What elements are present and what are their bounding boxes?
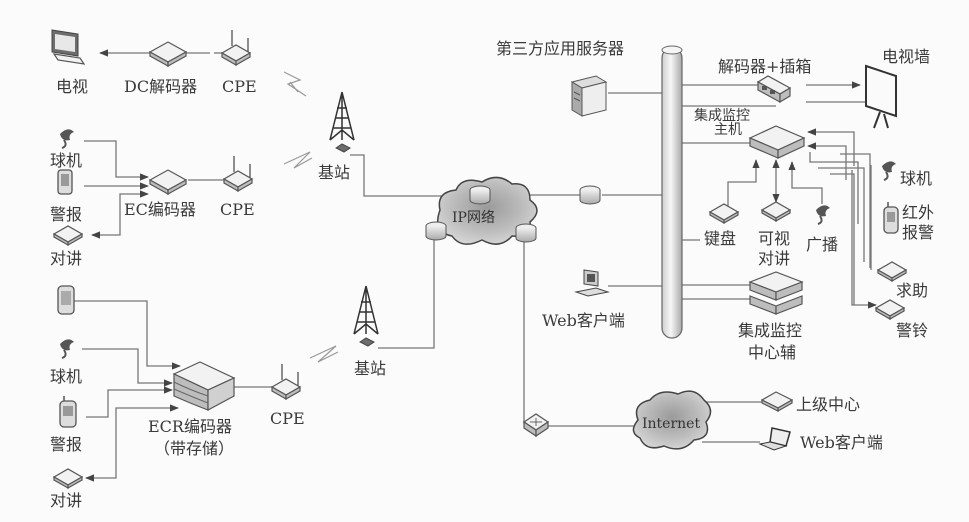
internet-cloud [632, 390, 712, 450]
dome-camera-icon [882, 161, 896, 181]
label-intercom: 对讲 [50, 249, 82, 268]
label-decoder-box: 解码器+插箱 [718, 57, 811, 76]
label-base-station: 基站 [354, 359, 386, 378]
help-button-icon [876, 261, 908, 283]
broadcast-icon [816, 205, 830, 225]
router-icon [425, 185, 601, 243]
server-icon [570, 75, 608, 117]
label-dome-camera: 球机 [900, 169, 932, 188]
label-keyboard: 键盘 [704, 229, 736, 248]
ir-alarm-icon [883, 202, 899, 234]
label-dome-camera: 球机 [50, 151, 82, 170]
label-cpe: CPE [220, 200, 255, 219]
label-help: 求助 [896, 281, 928, 300]
label-cpe: CPE [270, 409, 305, 428]
center-aux-icon [748, 271, 804, 315]
phone-icon [57, 285, 75, 315]
label-center-aux-2: 中心辅 [748, 343, 796, 362]
decoder-icon [148, 41, 188, 68]
cpe-icon [220, 30, 252, 67]
label-video-intercom-2: 对讲 [758, 249, 790, 268]
label-base-station: 基站 [318, 163, 350, 182]
label-ecr-encoder: ECR编码器 [148, 417, 232, 436]
label-dc-decoder: DC解码器 [124, 77, 197, 96]
cell-tower-icon [353, 285, 379, 347]
intercom-icon [52, 468, 84, 490]
label-web-client: Web客户端 [800, 433, 883, 452]
label-superior-center: 上级中心 [796, 395, 860, 414]
label-ecr-storage: （带存储） [154, 439, 234, 458]
label-host: 集成监控 [694, 107, 750, 124]
label-host-2: 主机 [714, 122, 742, 138]
cpe-icon [222, 156, 254, 193]
label-tv-wall: 电视墙 [882, 47, 930, 66]
label-alarm: 警报 [50, 205, 82, 224]
encoder-icon [148, 169, 188, 196]
cell-tower-icon [329, 91, 355, 153]
alarm-bell-icon [874, 299, 906, 321]
label-dome-camera: 球机 [50, 367, 82, 386]
ecr-encoder-icon [172, 361, 236, 412]
alarm-phone-icon [57, 169, 73, 195]
label-alarm: 警报 [50, 435, 82, 454]
label-ir-alarm: 红外 [902, 203, 934, 222]
connections [74, 49, 877, 482]
dome-camera-icon [60, 339, 74, 359]
label-broadcast: 广播 [806, 235, 838, 254]
label-video-intercom: 可视 [758, 229, 790, 248]
label-ir-alarm-2: 报警 [902, 223, 934, 242]
keyboard-icon [708, 203, 740, 225]
cpe-icon [270, 364, 302, 401]
label-ip-network: IP网络 [452, 210, 495, 226]
label-tv: 电视 [56, 77, 88, 96]
laptop-icon [758, 427, 791, 451]
tv-icon [51, 29, 86, 65]
web-client-pc-icon [574, 269, 610, 297]
label-web-client: Web客户端 [542, 311, 625, 330]
intercom-icon [52, 225, 84, 247]
alarm-phone-icon [59, 396, 77, 428]
wireless-signal-icon [283, 71, 339, 363]
monitoring-host-icon [748, 125, 806, 159]
dome-camera-icon [60, 129, 74, 149]
switch-icon [522, 413, 550, 438]
tv-wall-icon [865, 64, 897, 129]
label-alarm-bell: 警铃 [896, 321, 928, 340]
backbone-pipe [661, 45, 683, 339]
label-cpe: CPE [222, 77, 257, 96]
label-center-aux: 集成监控 [738, 321, 802, 340]
video-intercom-icon [760, 201, 792, 223]
label-intercom: 对讲 [50, 491, 82, 510]
label-internet: Internet [642, 416, 700, 432]
decoder-box-icon [756, 75, 792, 104]
ip-network-cloud [437, 176, 538, 245]
superior-center-icon [760, 391, 794, 413]
label-third-party-server: 第三方应用服务器 [496, 39, 624, 58]
label-ec-encoder: EC编码器 [124, 200, 196, 219]
